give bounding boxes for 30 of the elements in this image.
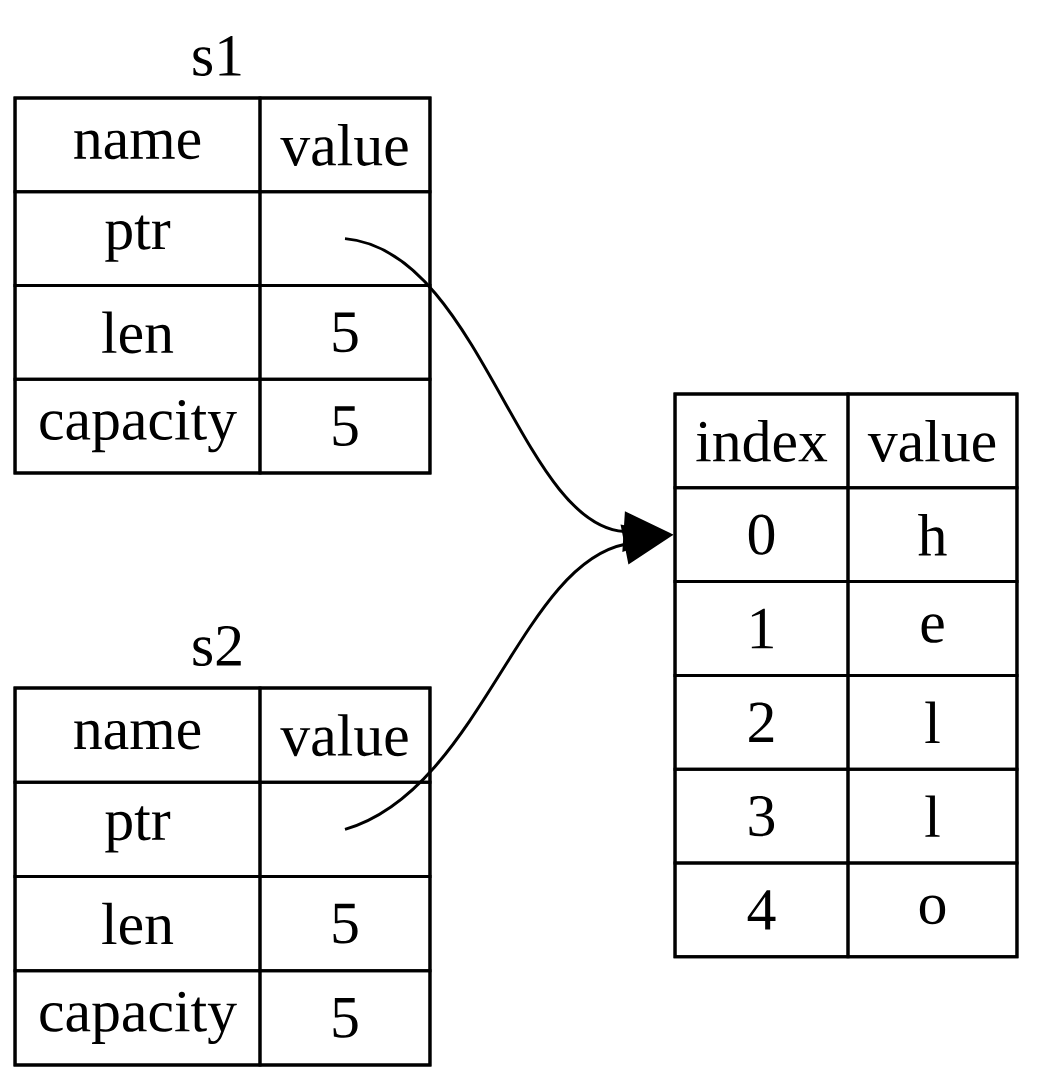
table-title: s1: [193, 36, 241, 76]
table-title: s2: [193, 625, 241, 667]
table-cell: value: [258, 686, 432, 784]
table-cell: o: [846, 861, 1019, 959]
table-cell: name: [13, 686, 262, 784]
table-cell: [258, 190, 432, 287]
table-cell: len: [13, 284, 262, 381]
table-cell: h: [846, 486, 1019, 584]
table-cell: value: [258, 96, 432, 194]
table-cell: 1: [673, 580, 850, 677]
table-cell: 3: [673, 767, 850, 865]
table-cell: 5: [258, 284, 432, 381]
table-cell: 4: [673, 861, 850, 959]
table-cell: e: [846, 580, 1019, 677]
table-cell: l: [846, 767, 1019, 865]
table-cell: name: [13, 96, 262, 194]
table-cell: 5: [258, 875, 432, 973]
table-cell: ptr: [13, 190, 262, 287]
table-cell: index: [673, 392, 850, 490]
table-cell: [258, 780, 432, 878]
table-cell: len: [13, 875, 262, 973]
table-cell: 5: [258, 377, 432, 475]
table-cell: capacity: [13, 969, 262, 1067]
table-cell: 2: [673, 673, 850, 771]
table-cell: ptr: [13, 780, 262, 878]
table-cell: value: [846, 392, 1019, 490]
table-cell: l: [846, 673, 1019, 771]
table-cell: 0: [673, 486, 850, 584]
table-cell: capacity: [13, 377, 262, 475]
table-cell: 5: [258, 969, 432, 1067]
